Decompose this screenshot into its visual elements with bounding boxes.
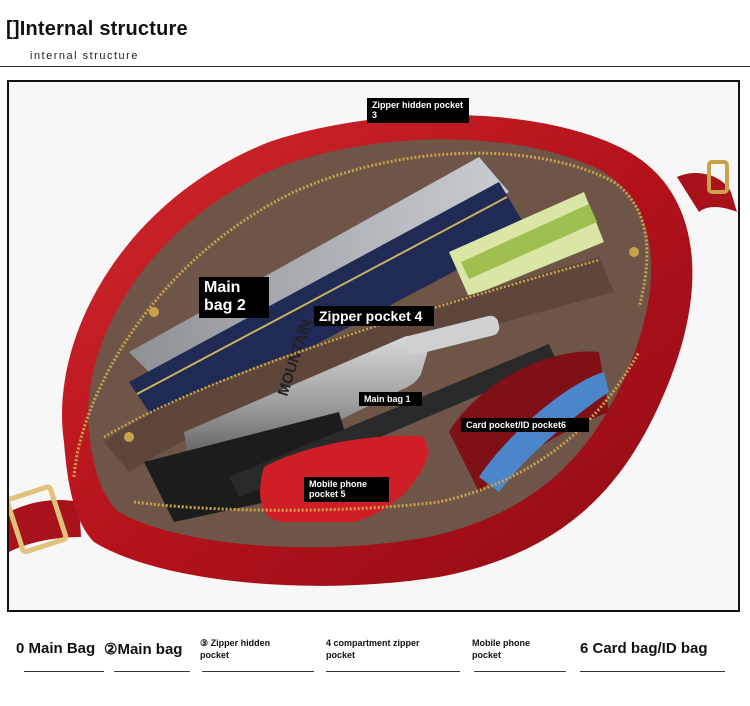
legend-item-card-bag: 6 Card bag/ID bag <box>580 630 730 672</box>
strap-buckle-left <box>9 484 69 555</box>
label-card-pocket: Card pocket/ID pocket6 <box>461 418 589 433</box>
legend-underline <box>202 671 314 672</box>
label-mobile-phone-pocket: Mobile phone pocket 5 <box>304 477 389 502</box>
zipper-pull-2 <box>124 432 134 442</box>
legend-underline <box>474 671 566 672</box>
pocket-legend: 0 Main Bag ②Main bag ③ Zipper hidden poc… <box>0 630 750 690</box>
legend-underline <box>24 671 104 672</box>
zipper-bottom <box>133 351 641 512</box>
legend-item-mobile-phone-pocket: Mobile phone pocket <box>472 630 567 672</box>
item-laptop <box>129 157 509 382</box>
section-subtitle: internal structure <box>30 50 139 62</box>
legend-item-zipper-hidden-pocket: ③ Zipper hidden pocket <box>200 630 315 672</box>
legend-label: 0 Main Bag <box>16 640 96 657</box>
label-main-bag-1: Main bag 1 <box>359 392 422 407</box>
zipper-pull-1 <box>149 307 159 317</box>
header-divider <box>0 66 750 67</box>
strap-buckle-right <box>707 160 729 194</box>
legend-label: Mobile phone pocket <box>472 638 530 660</box>
legend-label: 6 Card bag/ID bag <box>580 640 708 657</box>
label-main-bag-2: Main bag 2 <box>199 277 269 318</box>
legend-item-main-bag-2: ②Main bag <box>104 630 194 672</box>
item-notebook <box>129 182 529 427</box>
zipper-pull-3 <box>629 247 639 257</box>
legend-label: 4 compartment zipper pocket <box>326 638 420 660</box>
bag-illustration: MOUNTAIN <box>9 82 738 610</box>
item-black-pouch <box>144 412 359 522</box>
label-zipper-hidden-pocket: Zipper hidden pocket 3 <box>367 98 469 123</box>
legend-label: ②Main bag <box>104 641 183 658</box>
bag-interior-photo: MOUNTAIN Zipper hidden pocket 3 Main bag… <box>7 80 740 612</box>
strap-left <box>9 500 81 552</box>
legend-label: ③ Zipper hidden pocket <box>200 638 271 660</box>
label-zipper-pocket-4: Zipper pocket 4 <box>314 306 434 327</box>
zipper-top <box>72 151 649 478</box>
section-header: []Internal structure internal structure <box>0 0 750 70</box>
legend-item-compartment-zipper-pocket: 4 compartment zipper pocket <box>326 630 461 672</box>
legend-underline <box>114 671 190 672</box>
zipper-middle <box>103 258 600 439</box>
legend-underline <box>326 671 460 672</box>
legend-underline <box>580 671 725 672</box>
strap-right <box>677 172 737 212</box>
item-pen-cap <box>405 315 500 355</box>
section-title: []Internal structure <box>6 18 188 40</box>
legend-item-main-bag: 0 Main Bag <box>16 630 104 672</box>
